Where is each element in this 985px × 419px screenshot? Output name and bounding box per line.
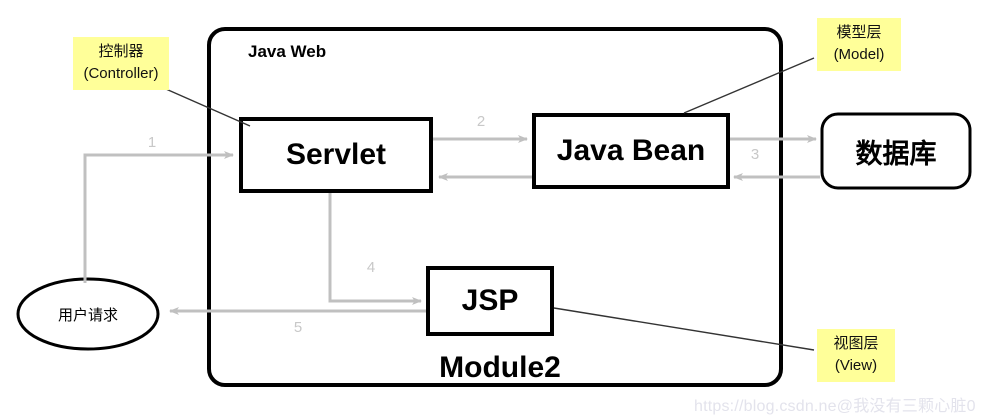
annotation-controller: 控制器 (Controller) (73, 37, 169, 90)
edge-4-servlet-to-jsp (328, 193, 422, 305)
annotation-model-line1: 模型层 (836, 24, 882, 41)
annotation-controller-line2: (Controller) (83, 64, 159, 82)
node-java-bean[interactable] (532, 113, 730, 189)
edge-1-user-request-to-servlet (83, 151, 234, 283)
node-servlet[interactable] (239, 117, 433, 193)
annotation-model-line2: (Model) (833, 45, 885, 63)
leader-line-model (683, 57, 815, 114)
annotation-view: 视图层 (View) (817, 329, 895, 382)
leader-line-view (553, 307, 815, 351)
annotation-view-line2: (View) (834, 356, 878, 374)
annotation-controller-line1: 控制器 (98, 43, 144, 60)
annotation-model: 模型层 (Model) (817, 18, 901, 71)
java-web-container (207, 27, 783, 387)
annotation-view-line1: 视图层 (833, 335, 879, 352)
node-database[interactable] (820, 112, 972, 190)
node-user-request[interactable] (16, 277, 160, 351)
node-jsp[interactable] (426, 266, 554, 336)
